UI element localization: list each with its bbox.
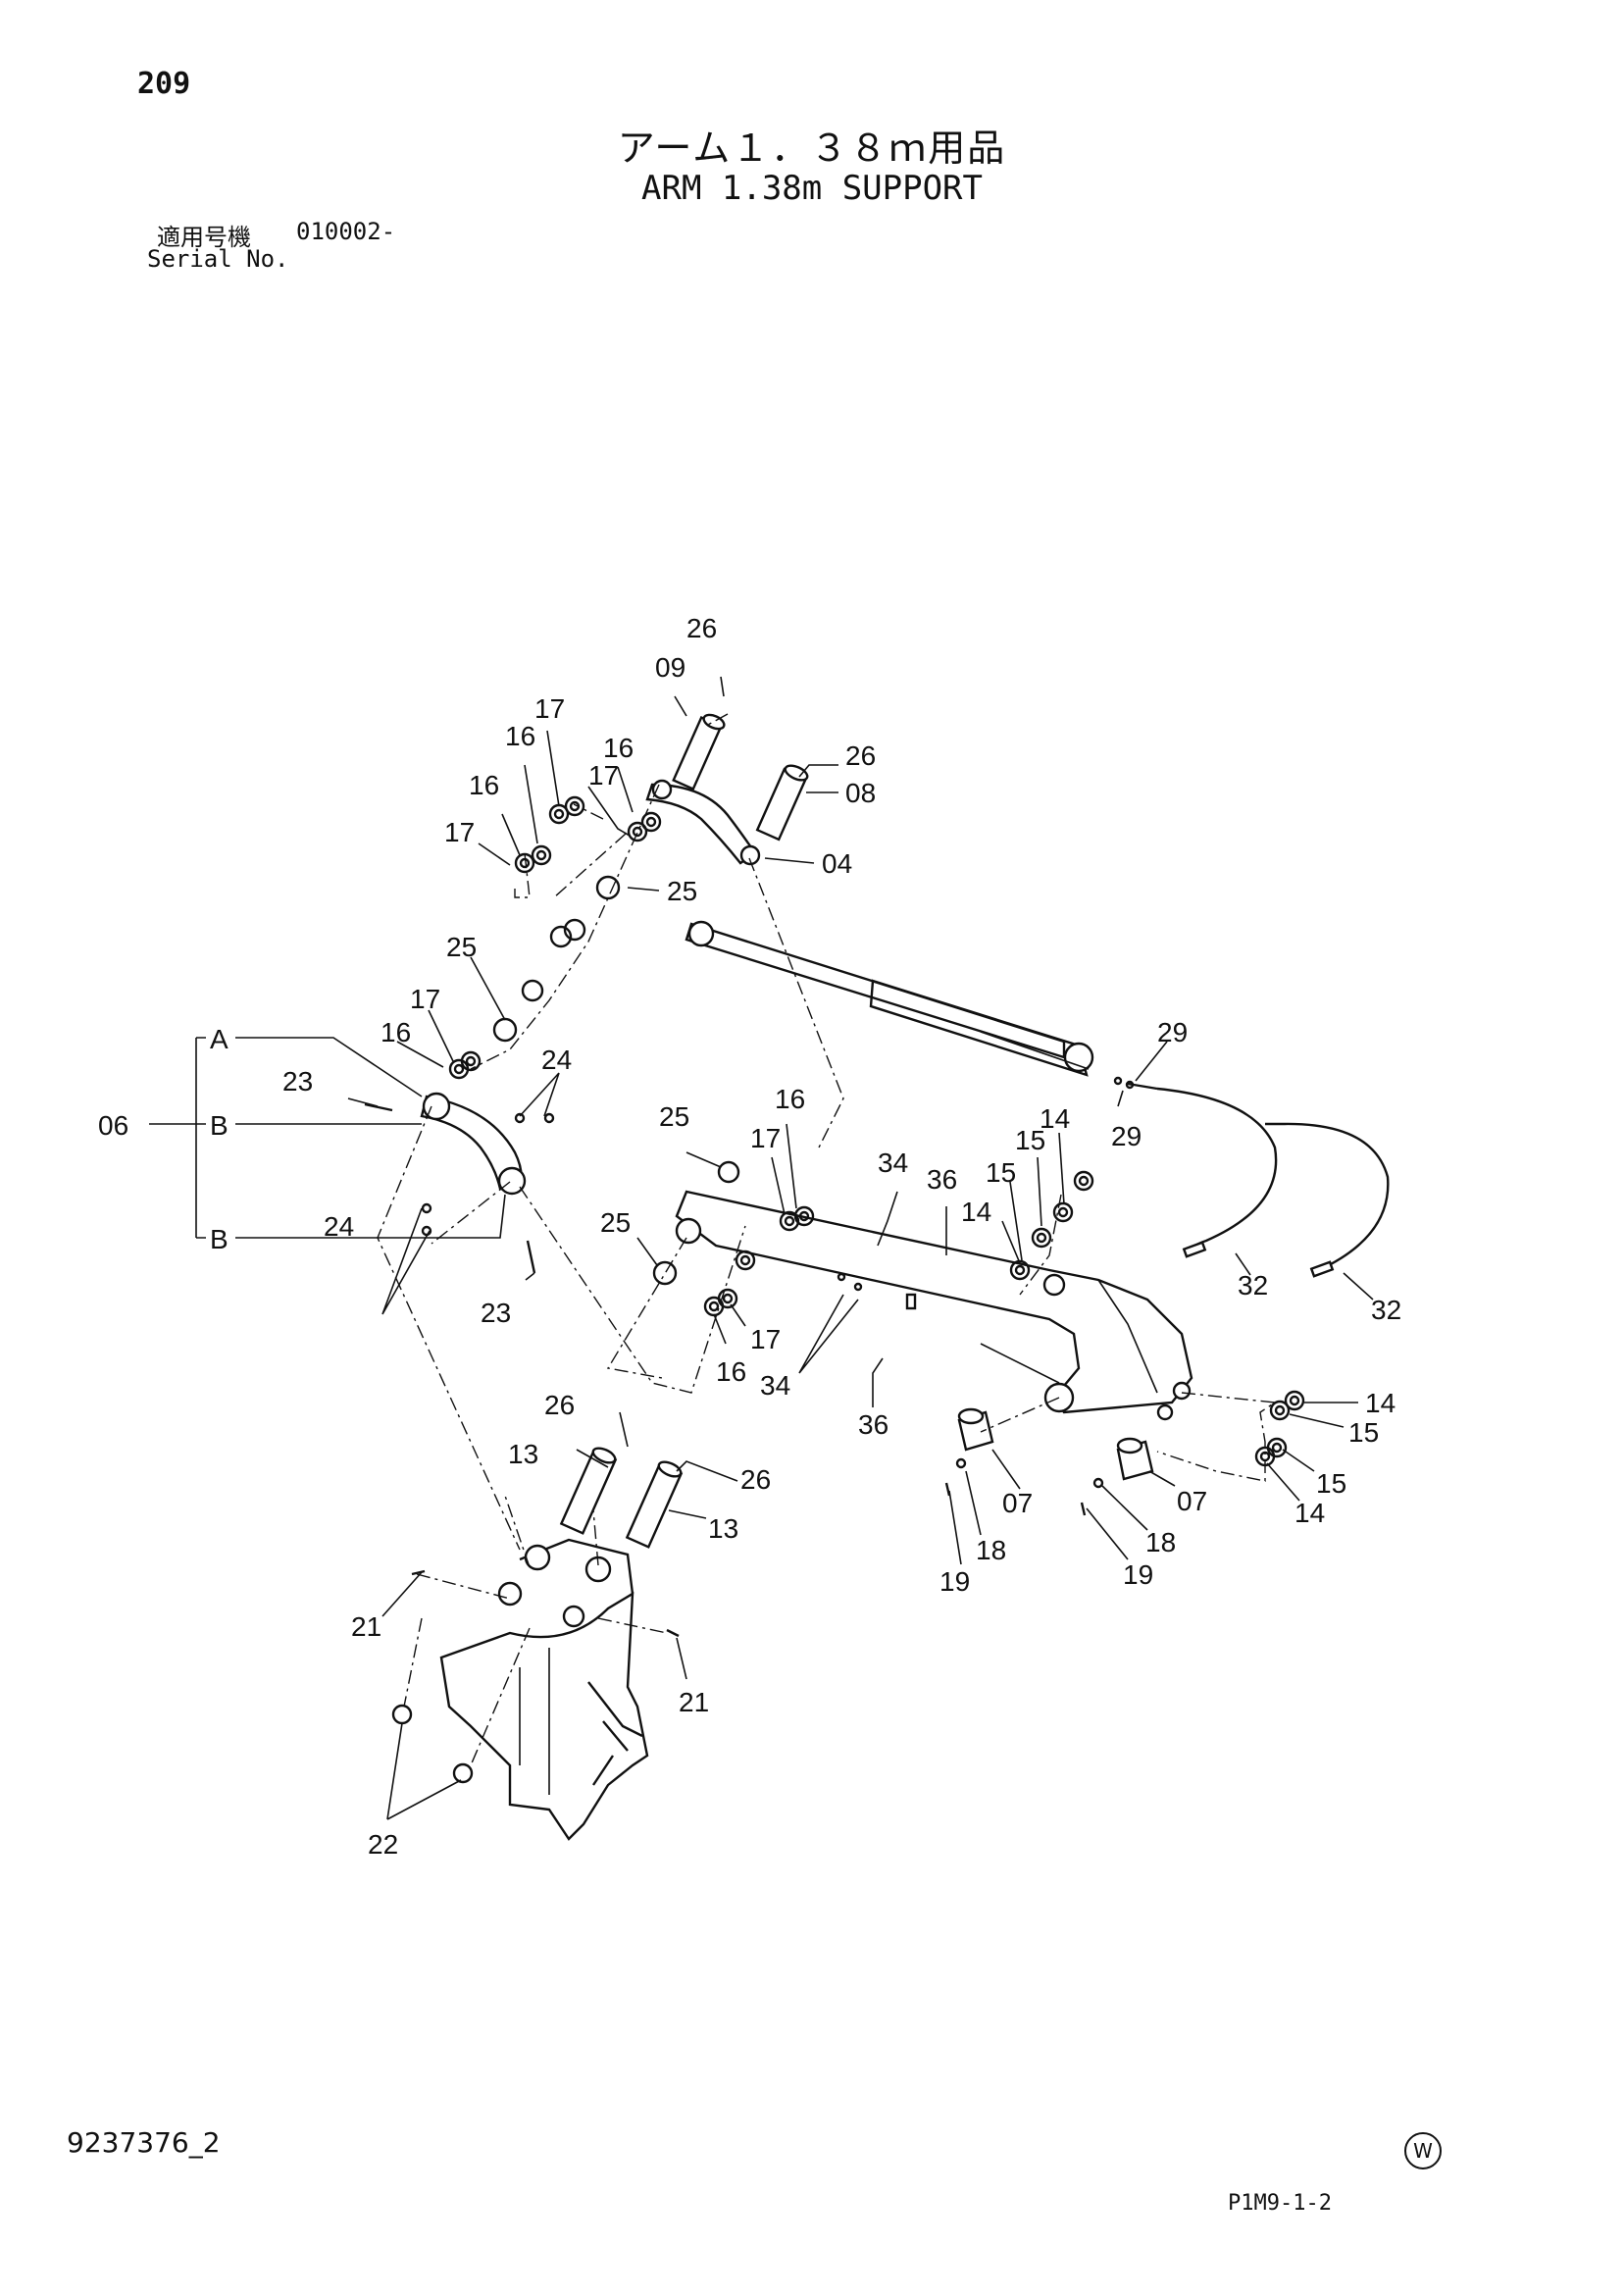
link-04: [645, 779, 761, 866]
callout-34: 34: [878, 1148, 908, 1178]
callout-16: 16: [603, 733, 634, 763]
callout-16: 16: [381, 1017, 411, 1047]
pin-08: [755, 764, 809, 842]
callout-25: 25: [600, 1207, 631, 1238]
callout-07: 07: [1002, 1488, 1033, 1518]
callout-15: 15: [986, 1157, 1016, 1188]
hoses-32: [1127, 1082, 1390, 1278]
callout-36: 36: [858, 1409, 888, 1440]
small-hardware: [364, 1076, 1135, 1638]
callout-34: 34: [760, 1370, 790, 1401]
link-06: [420, 1092, 527, 1196]
callout-16: 16: [716, 1356, 746, 1387]
pin-13-right: [625, 1460, 684, 1549]
leader-lines: [347, 676, 1374, 1820]
callout-15: 15: [1348, 1417, 1379, 1448]
pin-09: [672, 713, 726, 791]
callout-29: 29: [1157, 1017, 1188, 1047]
callout-23: 23: [481, 1298, 511, 1328]
callout-14: 14: [1365, 1388, 1396, 1418]
callout-24: 24: [541, 1045, 572, 1075]
callout-17: 17: [444, 817, 475, 847]
group-label-b1: B: [210, 1110, 228, 1141]
callout-07: 07: [1177, 1486, 1207, 1516]
callout-13: 13: [508, 1439, 538, 1469]
callout-17: 17: [588, 760, 619, 791]
callout-22: 22: [368, 1829, 398, 1860]
pin-07-left: [957, 1407, 994, 1452]
callout-14: 14: [961, 1197, 991, 1227]
callout-17: 17: [750, 1123, 781, 1153]
group-label-b2: B: [210, 1224, 228, 1254]
callout-08: 08: [845, 778, 876, 808]
page-title-english: ARM 1.38m SUPPORT: [641, 169, 983, 208]
callout-24: 24: [324, 1211, 354, 1242]
callout-26: 26: [845, 740, 876, 771]
callout-15: 15: [1015, 1125, 1045, 1155]
document-id: 9237376_2: [67, 2126, 221, 2159]
callouts: 26 09 17 16 16 17 16 17 26 08 04 25 25 1…: [282, 613, 1401, 1860]
callout-19: 19: [1123, 1559, 1153, 1590]
callout-26: 26: [544, 1390, 575, 1420]
callout-25: 25: [667, 876, 697, 906]
pin-13-left: [559, 1447, 618, 1535]
callout-32: 32: [1238, 1270, 1268, 1301]
serial-value: 010002-: [296, 218, 396, 245]
callout-14: 14: [1040, 1103, 1070, 1134]
callout-25: 25: [659, 1101, 689, 1132]
callout-29: 29: [1111, 1121, 1142, 1151]
group-label-06: 06: [98, 1110, 128, 1141]
callout-25: 25: [446, 932, 477, 962]
page-title-japanese: アーム１．３８ｍ用品: [617, 127, 1007, 170]
callout-09: 09: [655, 652, 685, 683]
arm-cylinder: [685, 920, 1094, 1077]
bucket: [439, 1538, 649, 1841]
callout-19: 19: [939, 1566, 970, 1597]
callout-04: 04: [822, 848, 852, 879]
callout-13: 13: [708, 1513, 738, 1544]
callout-32: 32: [1371, 1295, 1401, 1325]
serial-label-japanese: 適用号機: [157, 224, 251, 251]
callout-23: 23: [282, 1066, 313, 1097]
arm-body: [675, 1190, 1193, 1421]
page-code: P1M9-1-2: [1228, 2191, 1332, 2216]
shim-rings: [391, 795, 1305, 1784]
page-number: 209: [137, 67, 191, 101]
callout-16: 16: [505, 721, 535, 751]
group-label-a: A: [210, 1024, 228, 1054]
serial-label-english: Serial No.: [147, 245, 289, 273]
pin-07-right: [1116, 1437, 1154, 1481]
callout-14: 14: [1294, 1498, 1325, 1528]
callout-26: 26: [686, 613, 717, 643]
callout-21: 21: [679, 1687, 709, 1717]
callout-18: 18: [976, 1535, 1006, 1565]
w-mark-icon: W: [1404, 2132, 1442, 2169]
callout-17: 17: [750, 1324, 781, 1354]
group-bracket: [149, 1037, 506, 1239]
callout-21: 21: [351, 1611, 381, 1642]
callout-26: 26: [740, 1464, 771, 1495]
callout-16: 16: [775, 1084, 805, 1114]
callout-17: 17: [410, 984, 440, 1014]
callout-16: 16: [469, 770, 499, 800]
callout-15: 15: [1316, 1468, 1346, 1499]
callout-36: 36: [927, 1164, 957, 1195]
callout-18: 18: [1145, 1527, 1176, 1557]
callout-17: 17: [534, 693, 565, 724]
